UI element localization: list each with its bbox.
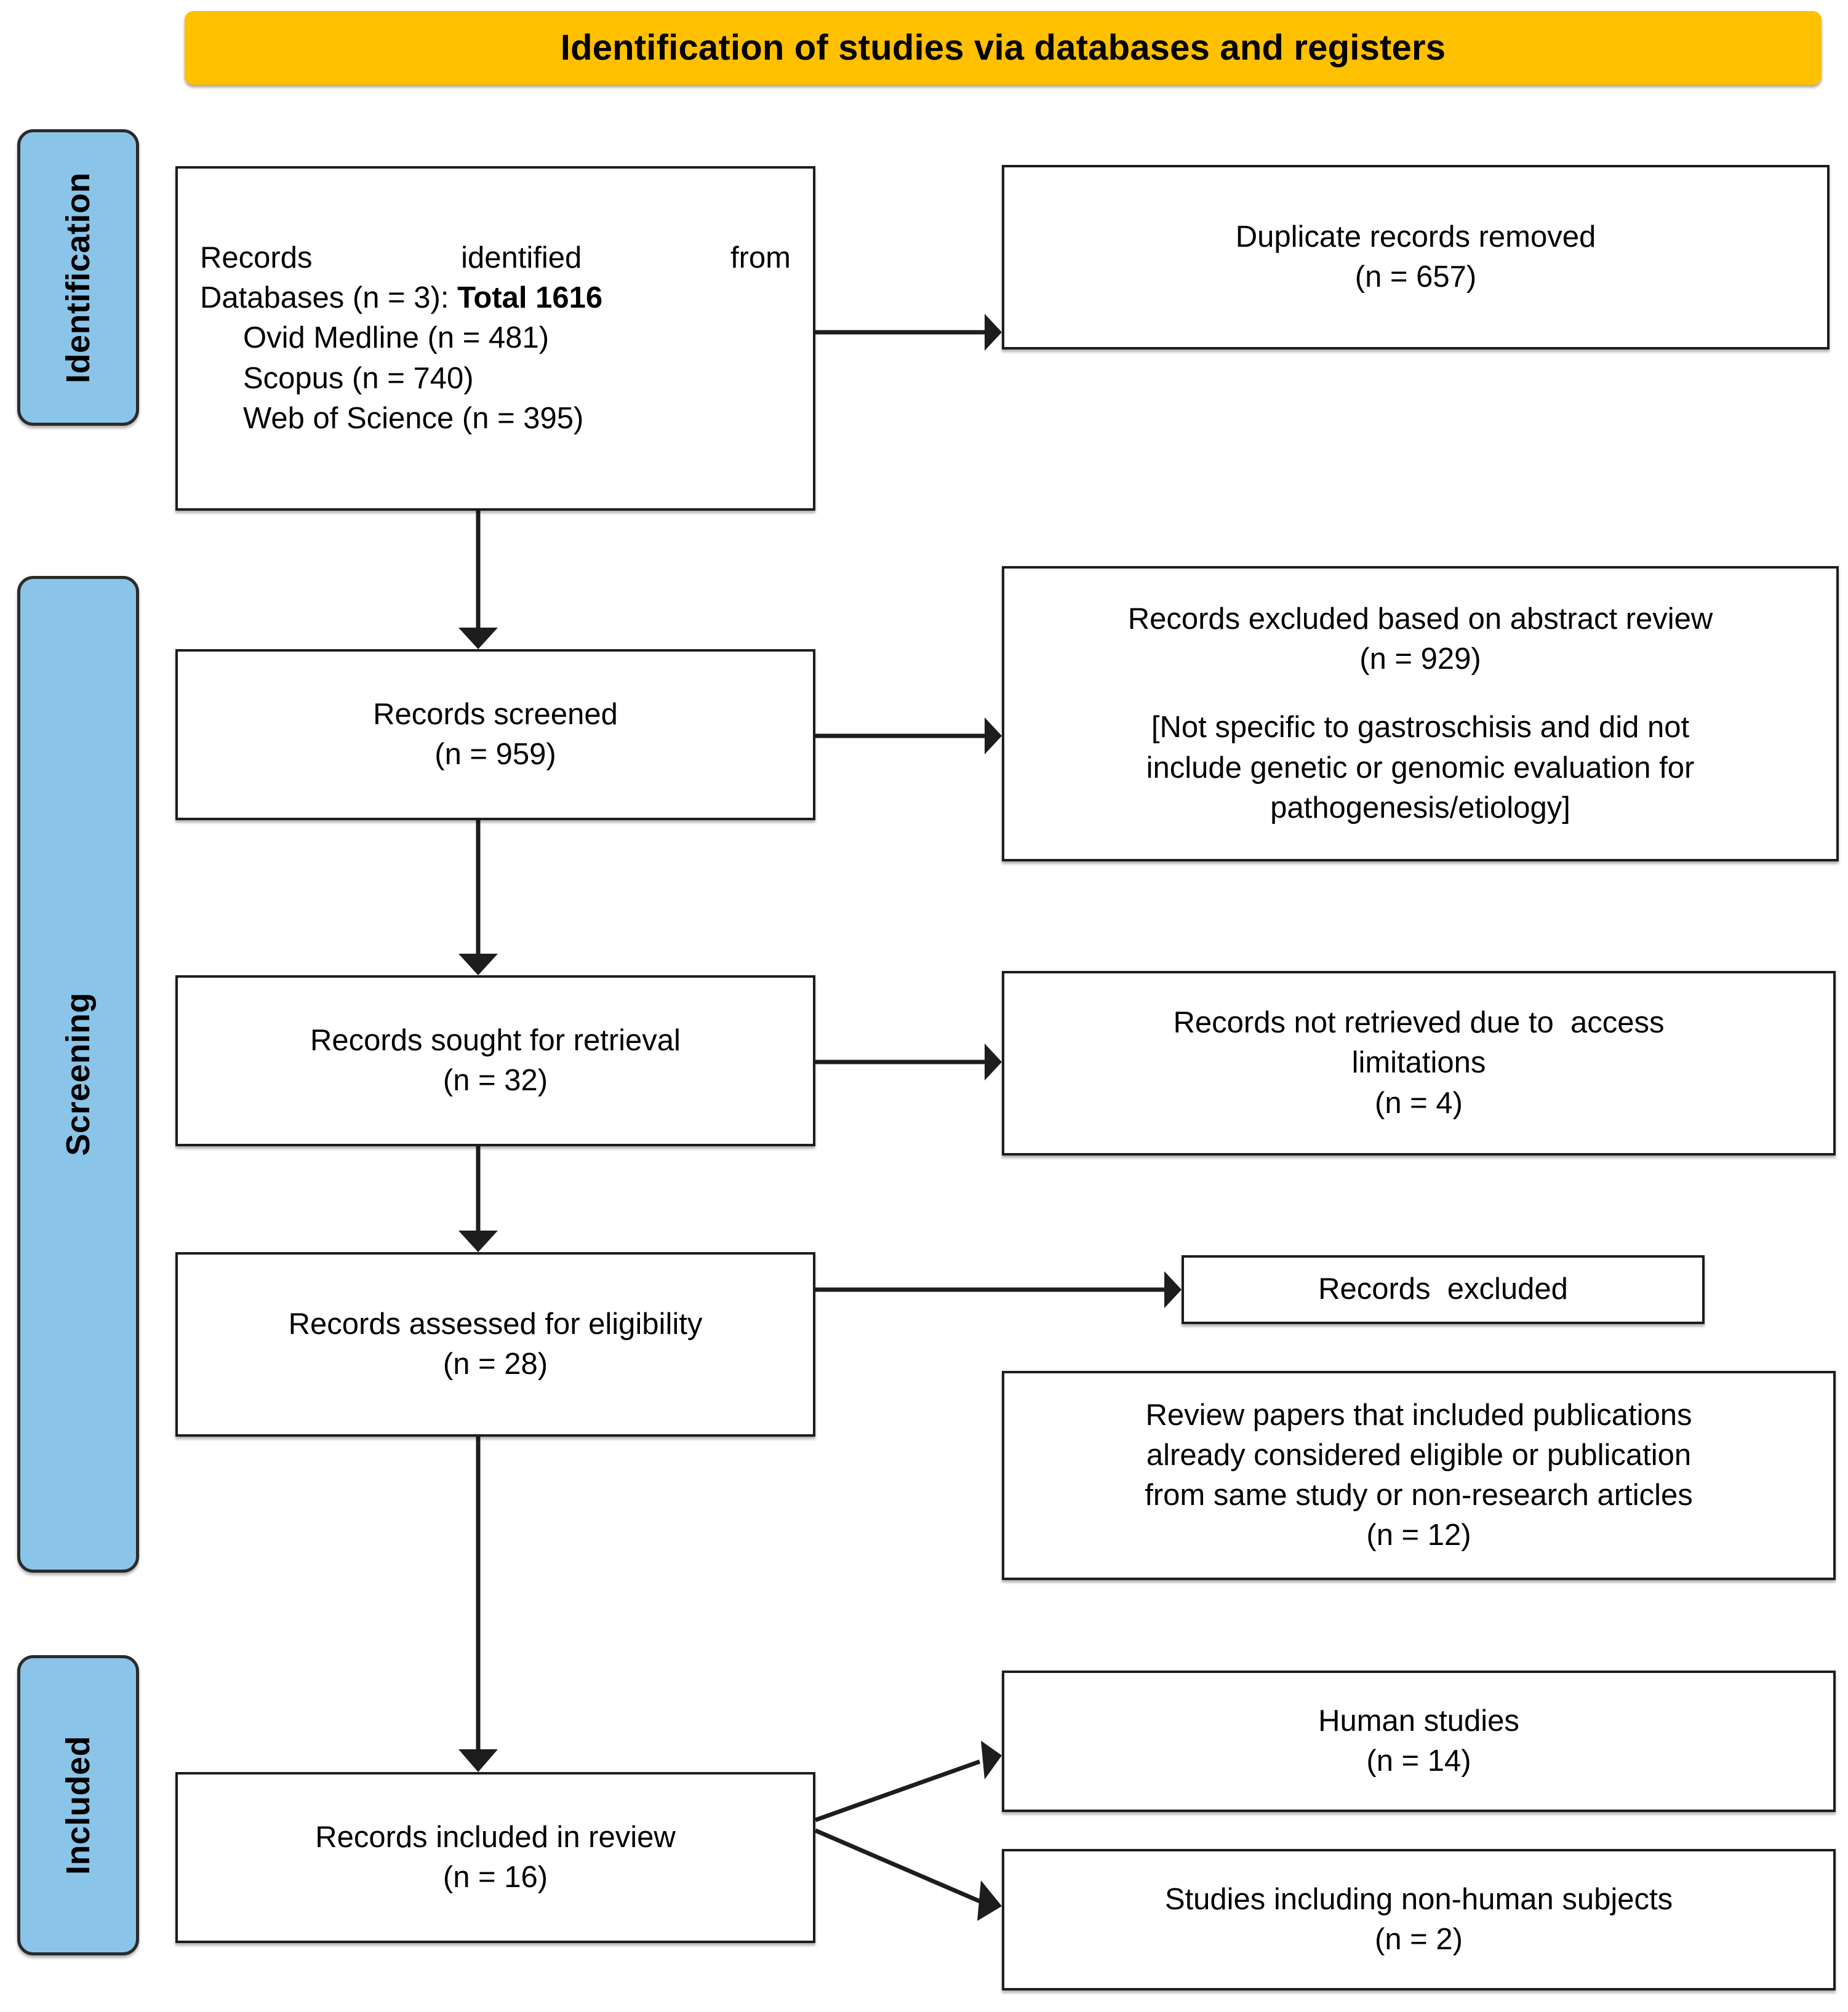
box-records-screened: Records screened (n = 959) (175, 649, 815, 820)
human-studies-line1: Human studies (1318, 1704, 1519, 1738)
stage-tab-included: Included (17, 1655, 139, 1955)
box-human-studies: Human studies (n = 14) (1002, 1671, 1836, 1812)
arrow-assessed-to-included (458, 1437, 498, 1772)
excluded-abstract-line1: Records excluded based on abstract revie… (1127, 602, 1713, 636)
records-identified-source-scopus: Scopus (n = 740) (243, 361, 474, 395)
records-excluded-line1: Records excluded (1318, 1272, 1568, 1306)
box-records-included-in-review: Records included in review (n = 16) (175, 1772, 815, 1943)
sought-count: (n = 32) (442, 1064, 548, 1097)
nonhuman-studies-line1: Studies including non-human subjects (1164, 1882, 1673, 1916)
included-count: (n = 16) (442, 1861, 548, 1894)
not-retrieved-line2: limitations (1351, 1046, 1486, 1080)
box-records-sought-for-retrieval: Records sought for retrieval (n = 32) (175, 975, 815, 1146)
excluded-abstract-note-line3: pathogenesis/etiology] (1270, 791, 1570, 824)
box-records-assessed-for-eligibility: Records assessed for eligibility (n = 28… (175, 1252, 815, 1437)
duplicates-count: (n = 657) (1354, 260, 1477, 293)
arrow-screened-to-sought (458, 820, 498, 975)
review-papers-line1: Review papers that included publications (1145, 1398, 1692, 1432)
arrow-identified-to-duplicates (815, 314, 1002, 351)
box-nonhuman-studies: Studies including non-human subjects (n … (1002, 1849, 1836, 1990)
box-duplicate-records-removed: Duplicate records removed (n = 657) (1002, 165, 1830, 349)
excluded-abstract-spacer (1004, 679, 1836, 708)
arrow-identified-to-screened (458, 511, 498, 649)
box-records-excluded-abstract-review: Records excluded based on abstract revie… (1002, 566, 1839, 861)
review-papers-line3: from same study or non-research articles (1145, 1479, 1693, 1512)
assessed-line1: Records assessed for eligibility (288, 1307, 703, 1341)
records-identified-source-wos: Web of Science (n = 395) (243, 401, 584, 435)
not-retrieved-line1: Records not retrieved due to access (1173, 1006, 1665, 1040)
box-records-identified: Records identified from Databases (n = 3… (175, 166, 815, 511)
arrow-sought-to-assessed (458, 1146, 498, 1252)
arrow-assessed-to-records-excluded (815, 1271, 1182, 1308)
excluded-abstract-note-line2: include genetic or genomic evaluation fo… (1146, 751, 1695, 784)
review-papers-line2: already considered eligible or publicati… (1146, 1438, 1692, 1472)
duplicates-line1: Duplicate records removed (1235, 220, 1596, 253)
records-identified-databases: Databases (n = 3): (200, 281, 458, 315)
diagram-title-banner: Identification of studies via databases … (185, 11, 1822, 85)
box-records-excluded: Records excluded (1182, 1255, 1705, 1324)
records-identified-total: Total 1616 (457, 281, 603, 315)
box-records-not-retrieved: Records not retrieved due to access limi… (1002, 971, 1836, 1156)
excluded-abstract-note-line1: [Not specific to gastroschisis and did n… (1151, 711, 1690, 745)
diagram-title: Identification of studies via databases … (560, 28, 1446, 68)
stage-tab-screening: Screening (17, 576, 139, 1573)
arrow-included-to-nonhuman-studies (814, 1828, 1002, 1921)
nonhuman-studies-count: (n = 2) (1375, 1923, 1463, 1956)
records-identified-line1: Records identified from (200, 241, 791, 275)
stage-tab-identification: Identification (17, 129, 139, 426)
arrow-sought-to-not-retrieved (815, 1044, 1002, 1080)
records-identified-line2: Databases (n = 3): Total 1616 (178, 278, 813, 318)
sought-line1: Records sought for retrieval (310, 1023, 681, 1057)
included-line1: Records included in review (315, 1820, 676, 1854)
not-retrieved-count: (n = 4) (1375, 1086, 1463, 1120)
review-papers-count: (n = 12) (1366, 1519, 1471, 1552)
screened-line1: Records screened (373, 697, 618, 731)
records-identified-source-ovid: Ovid Medline (n = 481) (243, 321, 550, 355)
human-studies-count: (n = 14) (1366, 1744, 1471, 1778)
screened-count: (n = 959) (434, 738, 556, 771)
box-review-papers-excluded: Review papers that included publications… (1002, 1371, 1836, 1580)
arrow-screened-to-excluded-abstract (815, 717, 1002, 754)
assessed-count: (n = 28) (442, 1347, 548, 1381)
arrow-included-to-human-studies (814, 1741, 1002, 1822)
excluded-abstract-count: (n = 929) (1359, 642, 1481, 676)
